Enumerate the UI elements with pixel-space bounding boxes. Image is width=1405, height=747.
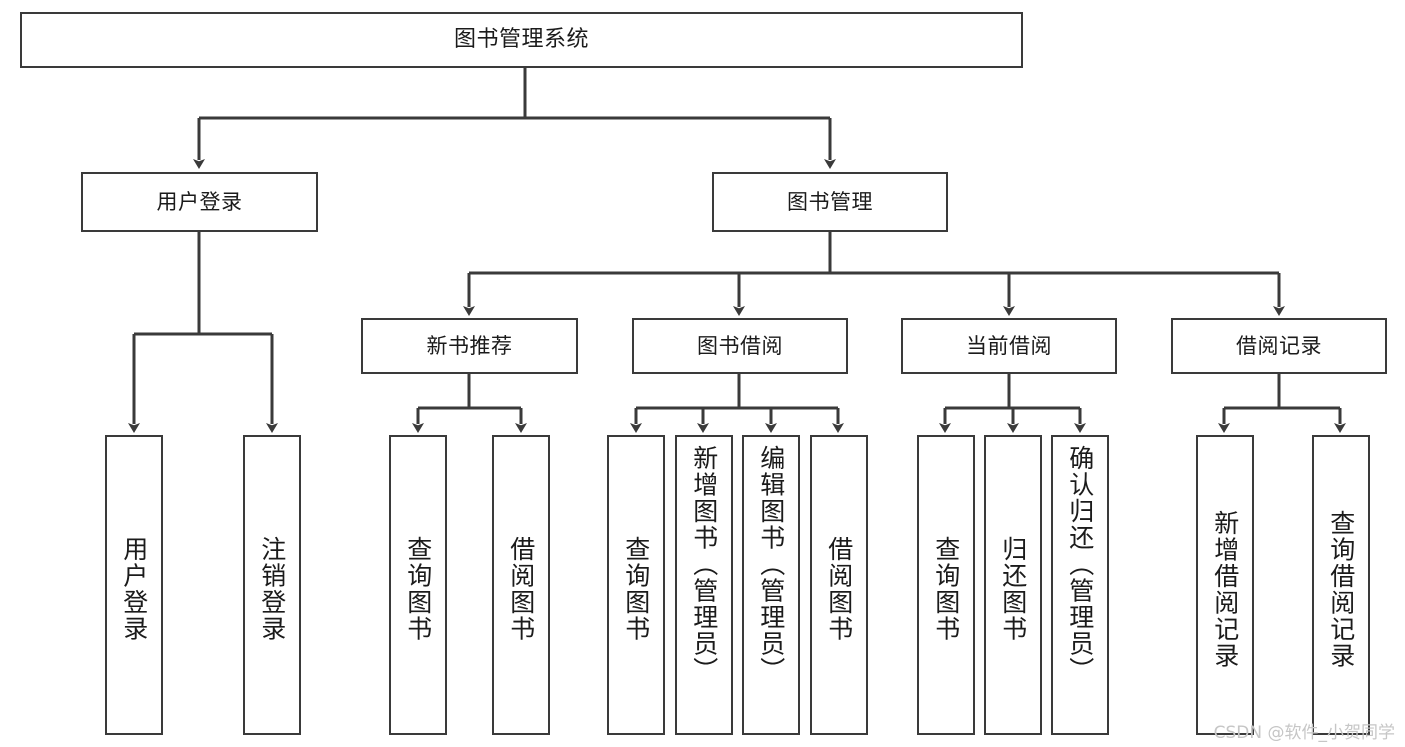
leaf-book-borrow-1[interactable]: 查询图书: [607, 435, 665, 735]
leaf-new-book-1[interactable]: 查询图书: [389, 435, 447, 735]
node-current-borrow[interactable]: 当前借阅: [901, 318, 1117, 374]
leaf-new-book-1-label: 查询图书: [403, 536, 433, 642]
node-new-book-recommend[interactable]: 新书推荐: [361, 318, 578, 374]
leaf-book-borrow-3-label: 编辑图书（管理员）: [756, 445, 786, 684]
leaf-borrow-record-2[interactable]: 查询借阅记录: [1312, 435, 1370, 735]
leaf-book-borrow-1-label: 查询图书: [621, 536, 651, 642]
leaf-current-borrow-2[interactable]: 归还图书: [984, 435, 1042, 735]
leaf-current-borrow-1[interactable]: 查询图书: [917, 435, 975, 735]
leaf-user-login-2[interactable]: 注销登录: [243, 435, 301, 735]
leaf-borrow-record-1-label: 新增借阅记录: [1210, 509, 1240, 669]
node-user-login[interactable]: 用户登录: [81, 172, 318, 232]
leaf-book-borrow-3[interactable]: 编辑图书（管理员）: [742, 435, 800, 735]
csdn-watermark: CSDN @软件_小贺同学: [1213, 723, 1395, 743]
node-user-login-label: 用户登录: [156, 189, 243, 214]
leaf-user-login-1-label: 用户登录: [119, 536, 149, 642]
leaf-book-borrow-4[interactable]: 借阅图书: [810, 435, 868, 735]
leaf-current-borrow-3[interactable]: 确认归还（管理员）: [1051, 435, 1109, 735]
node-borrow-record-label: 借阅记录: [1236, 333, 1322, 358]
leaf-borrow-record-1[interactable]: 新增借阅记录: [1196, 435, 1254, 735]
leaf-new-book-2-label: 借阅图书: [506, 536, 536, 642]
leaf-user-login-2-label: 注销登录: [257, 536, 287, 642]
leaf-book-borrow-2[interactable]: 新增图书（管理员）: [675, 435, 733, 735]
leaf-new-book-2[interactable]: 借阅图书: [492, 435, 550, 735]
node-current-borrow-label: 当前借阅: [966, 333, 1052, 358]
leaf-book-borrow-4-label: 借阅图书: [824, 536, 854, 642]
leaf-book-borrow-2-label: 新增图书（管理员）: [689, 445, 719, 684]
leaf-current-borrow-2-label: 归还图书: [998, 536, 1028, 642]
node-book-borrow[interactable]: 图书借阅: [632, 318, 848, 374]
leaf-current-borrow-3-label: 确认归还（管理员）: [1065, 445, 1095, 684]
node-root-system[interactable]: 图书管理系统: [20, 12, 1023, 68]
node-new-book-recommend-label: 新书推荐: [426, 333, 513, 358]
leaf-user-login-1[interactable]: 用户登录: [105, 435, 163, 735]
node-book-management[interactable]: 图书管理: [712, 172, 948, 232]
node-book-borrow-label: 图书借阅: [697, 333, 783, 358]
node-root-system-label: 图书管理系统: [453, 27, 589, 53]
node-borrow-record[interactable]: 借阅记录: [1171, 318, 1387, 374]
leaf-current-borrow-1-label: 查询图书: [931, 536, 961, 642]
leaf-borrow-record-2-label: 查询借阅记录: [1326, 509, 1356, 669]
node-book-management-label: 图书管理: [787, 189, 873, 214]
